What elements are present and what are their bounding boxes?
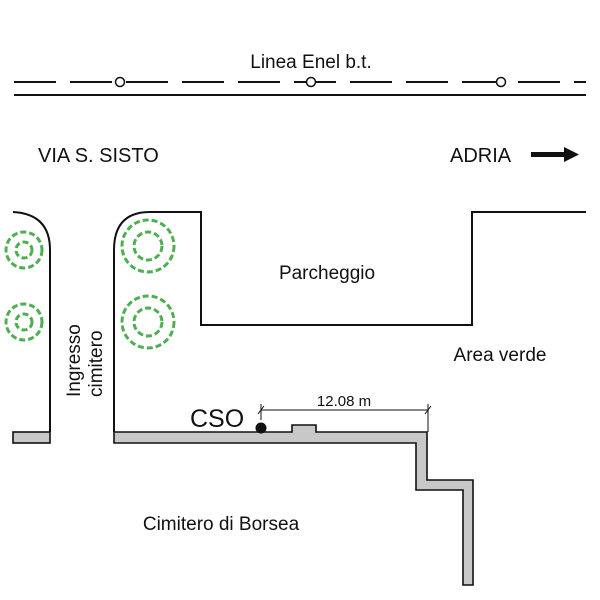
power-pole-icon [114, 76, 126, 88]
parking-label: Parcheggio [279, 263, 375, 284]
arrow-right-icon [531, 147, 579, 162]
power-pole-icon [495, 76, 507, 88]
green-area-label: Area verde [454, 345, 547, 366]
tree-icon [4, 302, 44, 342]
cemetery-label: Cimitero di Borsea [143, 514, 300, 535]
parking-outline [113, 211, 586, 432]
dimension-line [257, 404, 432, 432]
tree-icon [120, 294, 176, 350]
wall-left [12, 431, 51, 444]
tree-icon [4, 230, 44, 270]
direction-label: ADRIA [450, 145, 512, 167]
power-pole-icon [305, 76, 317, 88]
entrance-label-line2: cimitero [86, 330, 107, 397]
street-label: VIA S. SISTO [38, 145, 159, 167]
cemetery-wall [113, 424, 474, 586]
tree-icon [120, 218, 176, 274]
entrance-label-line1: Ingresso [64, 324, 85, 397]
left-island-outline [12, 211, 51, 432]
cso-label: CSO [190, 405, 244, 433]
distance-label: 12.08 m [317, 393, 371, 410]
power-line-label: Linea Enel b.t. [250, 52, 371, 73]
cso-point [255, 422, 267, 434]
